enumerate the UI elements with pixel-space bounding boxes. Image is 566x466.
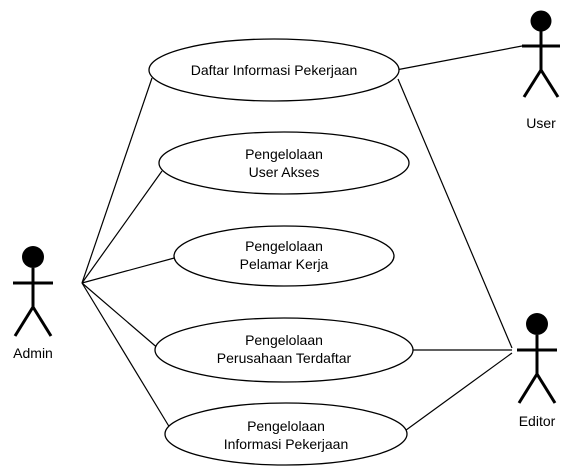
- use-case-label-line-1: Pengelolaan: [245, 238, 323, 254]
- actor-head: [530, 10, 552, 32]
- use-case-pengelolaan-pelamar-kerja[interactable]: Pengelolaan Pelamar Kerja: [173, 225, 395, 287]
- use-case-label-line-2: User Akses: [249, 164, 320, 180]
- actor-leg-left: [522, 69, 543, 98]
- association-admin-pengelolaan-pelamar-kerja: [81, 256, 179, 284]
- actor-admin[interactable]: Admin: [13, 246, 53, 361]
- actor-leg-right: [539, 69, 560, 98]
- use-case-ellipse: [158, 131, 410, 195]
- actor-leg-right: [31, 306, 53, 337]
- association-editor-pengelolaan-informasi-pekerjaan: [401, 352, 513, 434]
- use-case-label-line-2: Perusahaan Terdaftar: [217, 350, 352, 366]
- use-case-label-line-1: Pengelolaan: [245, 146, 323, 162]
- use-case-daftar-informasi-pekerjaan[interactable]: Daftar Informasi Pekerjaan: [148, 38, 400, 102]
- actor-head: [526, 313, 548, 335]
- actor-label: Admin: [13, 345, 53, 361]
- use-case-ellipse: [173, 225, 395, 287]
- actor-head: [22, 246, 44, 268]
- actor-leg-right: [535, 373, 557, 404]
- actor-leg-left: [13, 306, 35, 337]
- actor-label: User: [526, 115, 556, 131]
- use-case-pengelolaan-perusahaan-terdaftar[interactable]: Pengelolaan Perusahaan Terdaftar: [154, 317, 414, 383]
- association-admin-pengelolaan-informasi-pekerjaan: [81, 282, 174, 434]
- use-case-label: Daftar Informasi Pekerjaan: [191, 62, 358, 78]
- associations: [81, 45, 523, 434]
- association-admin-daftar-informasi-pekerjaan: [81, 77, 153, 284]
- use-case-pengelolaan-informasi-pekerjaan[interactable]: Pengelolaan Informasi Pekerjaan: [164, 402, 408, 466]
- association-editor-daftar-informasi-pekerjaan: [397, 78, 513, 349]
- use-case-ellipse: [148, 38, 400, 102]
- use-case-ellipse: [164, 402, 408, 466]
- actor-label: Editor: [519, 413, 556, 429]
- use-case-label-line-1: Pengelolaan: [245, 332, 323, 348]
- use-case-label-line-2: Pelamar Kerja: [240, 256, 329, 272]
- association-admin-pengelolaan-perusahaan-terdaftar: [81, 282, 161, 351]
- use-case-ellipse: [154, 317, 414, 383]
- actor-leg-left: [517, 373, 539, 404]
- association-user-daftar-informasi-pekerjaan: [395, 45, 523, 71]
- use-case-label-line-1: Pengelolaan: [247, 418, 325, 434]
- actor-editor[interactable]: Editor: [517, 313, 557, 429]
- use-case-pengelolaan-user-akses[interactable]: Pengelolaan User Akses: [158, 131, 410, 195]
- actor-user[interactable]: User: [522, 10, 560, 132]
- use-case-label-line-2: Informasi Pekerjaan: [224, 436, 349, 452]
- association-admin-pengelolaan-user-akses: [81, 170, 163, 284]
